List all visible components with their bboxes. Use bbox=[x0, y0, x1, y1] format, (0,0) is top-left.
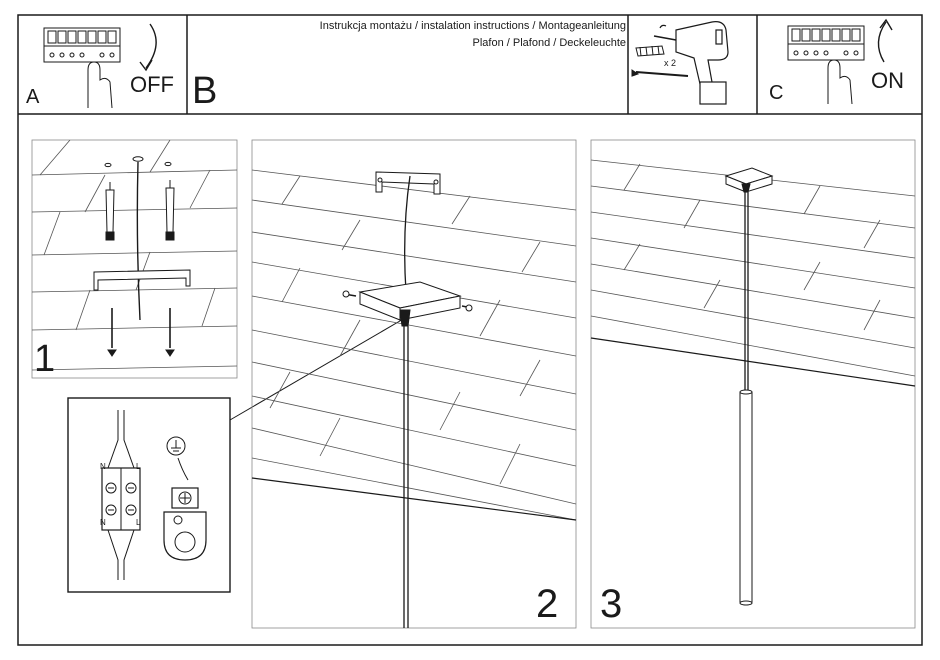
step-a-label: A bbox=[26, 86, 40, 108]
step1-panel bbox=[31, 139, 238, 379]
wire-live-bottom: L bbox=[136, 518, 141, 527]
wiring-detail-inset bbox=[67, 317, 406, 593]
wire-neutral-top: N bbox=[100, 462, 106, 471]
step2-panel bbox=[251, 139, 577, 629]
wire-live-top: L bbox=[136, 462, 141, 471]
step-b-label: B bbox=[192, 70, 218, 112]
sheet-frame bbox=[17, 14, 923, 646]
wall-plug-and-screw bbox=[631, 45, 689, 77]
power-off-label: OFF bbox=[130, 72, 174, 97]
product-type: Plafon / Plafond / Deckeleuchte bbox=[472, 37, 626, 49]
screw-quantity: x 2 bbox=[664, 58, 677, 68]
breaker-off-illustration bbox=[43, 23, 157, 109]
step3-panel bbox=[590, 139, 916, 629]
step-3-number: 3 bbox=[600, 582, 623, 626]
title-languages: Instrukcja montażu / instalation instruc… bbox=[319, 20, 626, 32]
step-c-label: C bbox=[769, 82, 784, 104]
step-1-number: 1 bbox=[34, 338, 56, 380]
step-2-number: 2 bbox=[536, 582, 559, 626]
wire-neutral-bottom: N bbox=[100, 518, 106, 527]
drill-icon bbox=[653, 21, 729, 105]
instruction-title-block: Instrukcja montażu / instalation instruc… bbox=[190, 20, 626, 54]
breaker-on-illustration bbox=[787, 18, 893, 105]
power-on-label: ON bbox=[871, 68, 904, 93]
